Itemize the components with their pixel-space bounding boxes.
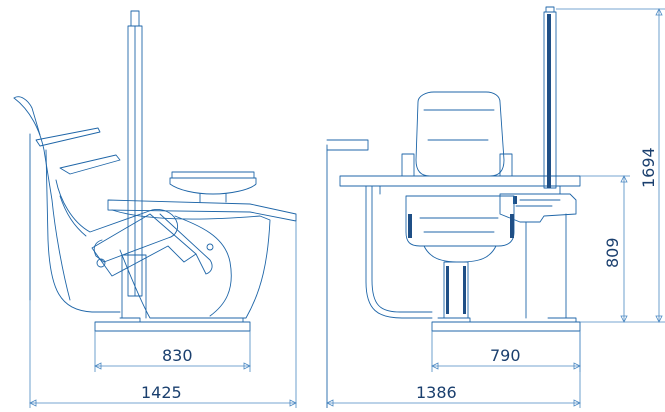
front-total-height: 1694 bbox=[639, 147, 658, 188]
side-inner-dimension: 830 bbox=[162, 346, 193, 365]
front-frame bbox=[371, 185, 433, 313]
front-armrest-left bbox=[401, 153, 415, 177]
side-bowl bbox=[169, 177, 257, 195]
side-base-plate bbox=[94, 321, 251, 332]
side-view: 830 1425 bbox=[13, 10, 297, 408]
front-left-shelf bbox=[326, 139, 369, 151]
front-outer-dimension: 1386 bbox=[416, 383, 457, 402]
front-seat bbox=[405, 195, 515, 247]
front-armrest-right bbox=[499, 153, 513, 177]
side-backrest bbox=[13, 97, 71, 301]
front-inner-dimension: 790 bbox=[490, 346, 521, 365]
side-frame bbox=[45, 149, 121, 313]
front-side-unit bbox=[499, 193, 577, 223]
side-legrest bbox=[91, 213, 197, 277]
side-seat bbox=[55, 179, 179, 263]
front-backrest bbox=[415, 91, 505, 177]
front-seat-height: 809 bbox=[603, 237, 622, 268]
side-table bbox=[107, 199, 297, 222]
side-armrest bbox=[59, 154, 121, 175]
side-headrest bbox=[35, 127, 101, 147]
side-outer-dimension: 1425 bbox=[141, 383, 182, 402]
front-base-plate bbox=[431, 321, 581, 332]
side-body bbox=[111, 209, 271, 319]
side-column-cap bbox=[130, 10, 140, 27]
side-base-foot bbox=[119, 317, 244, 323]
front-view: 790 1386 809 1694 bbox=[326, 6, 665, 409]
front-pedestal bbox=[443, 261, 469, 319]
